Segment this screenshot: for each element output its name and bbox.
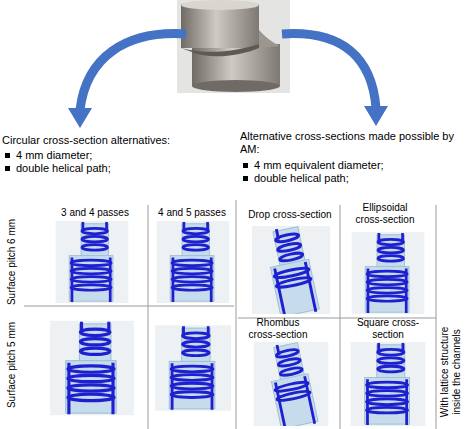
part-render bbox=[177, 0, 290, 93]
row-label: Surface pitch 5 mm bbox=[6, 315, 18, 415]
branch-arrow bbox=[68, 34, 186, 128]
channel-render bbox=[351, 342, 426, 426]
channel-render bbox=[56, 221, 129, 303]
channel-render bbox=[254, 340, 329, 429]
channel-render bbox=[157, 221, 230, 303]
grid-lines bbox=[24, 200, 436, 429]
cell-label: Square cross-section bbox=[356, 317, 420, 341]
bullet-item: 4 mm equivalent diameter; bbox=[254, 159, 454, 172]
cell-label: Rhombus cross-section bbox=[246, 317, 310, 341]
channel-render bbox=[252, 224, 330, 319]
section-heading: Alternative cross-sections made possible… bbox=[240, 130, 455, 156]
channel-render bbox=[155, 325, 231, 411]
cell-label: 3 and 4 passes bbox=[45, 207, 145, 219]
row-label: Surface pitch 6 mm bbox=[6, 212, 18, 312]
cell-label: Drop cross-section bbox=[240, 209, 340, 221]
cell-label: 4 and 5 passes bbox=[148, 207, 236, 219]
channel-render bbox=[50, 321, 134, 416]
section-heading: Circular cross-section alternatives: bbox=[2, 134, 212, 147]
row-label: With lattice structure inside the channe… bbox=[439, 316, 463, 428]
branch-arrow bbox=[282, 34, 388, 126]
channel-render bbox=[352, 232, 425, 314]
bullet-item: 4 mm diameter; bbox=[16, 149, 206, 162]
cell-label: Ellipsoidal cross-section bbox=[350, 202, 420, 226]
bullet-item: double helical path; bbox=[16, 162, 206, 175]
bullet-item: double helical path; bbox=[254, 172, 454, 185]
